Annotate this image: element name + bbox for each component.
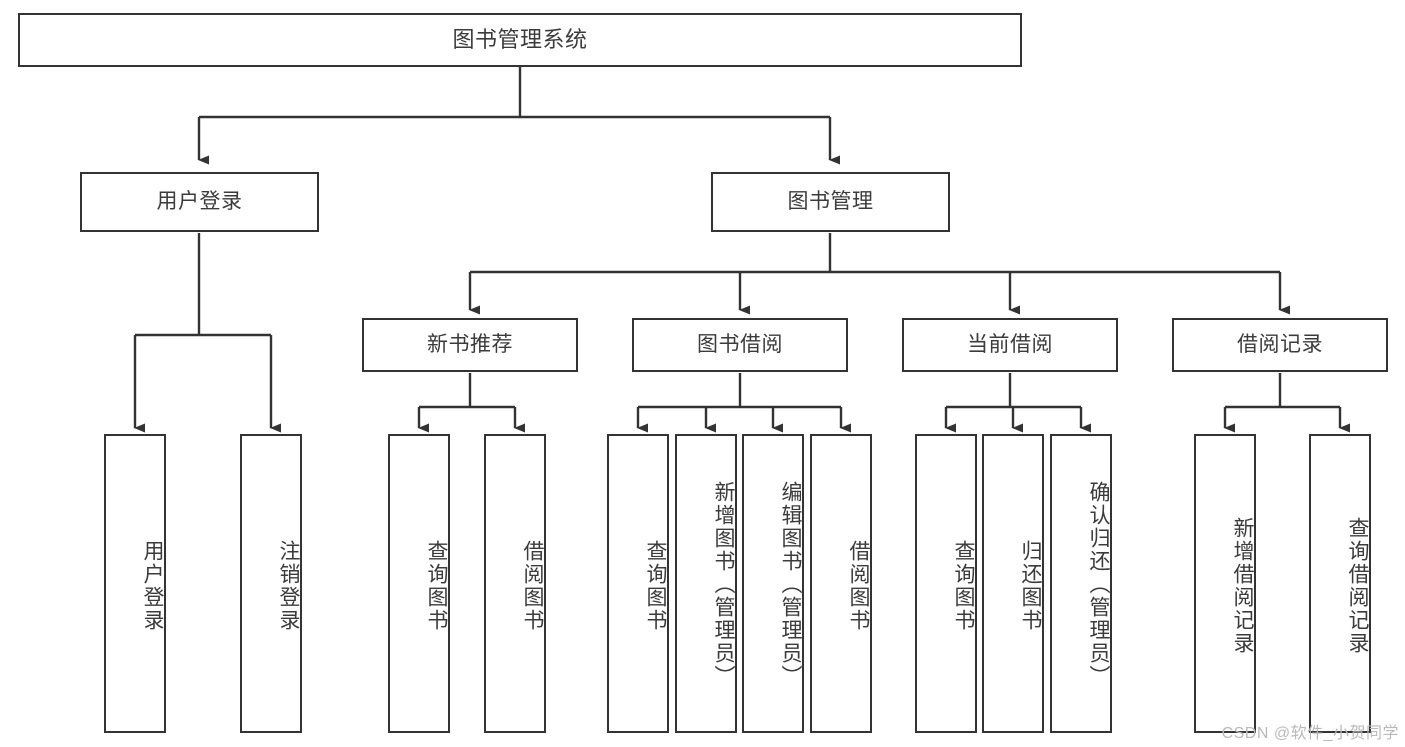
leaf-borrow-add-book-admin[interactable]: 新增图书（管理员） (675, 434, 737, 733)
node-label: 图书管理 (787, 190, 874, 214)
leaf-record-add-borrow-record[interactable]: 新增借阅记录 (1194, 434, 1256, 733)
node-label: 新增借阅记录 (1231, 516, 1254, 655)
leaf-current-query-book[interactable]: 查询图书 (915, 434, 977, 733)
node-label: 查询借阅记录 (1346, 516, 1369, 655)
node-root-system[interactable]: 图书管理系统 (18, 13, 1022, 67)
node-label: 确认归还（管理员） (1087, 481, 1110, 688)
node-label: 借阅图书 (521, 539, 544, 632)
leaf-record-query-borrow-record[interactable]: 查询借阅记录 (1309, 434, 1371, 733)
leaf-recommend-borrow-book[interactable]: 借阅图书 (484, 434, 546, 733)
node-label: 归还图书 (1019, 539, 1042, 632)
node-label: 查询图书 (425, 539, 448, 632)
node-label: 编辑图书（管理员） (779, 481, 802, 688)
node-label: 新书推荐 (427, 333, 513, 357)
leaf-user-login[interactable]: 用户登录 (104, 434, 166, 733)
node-new-book-recommend[interactable]: 新书推荐 (362, 318, 578, 372)
node-borrow-record[interactable]: 借阅记录 (1172, 318, 1388, 372)
node-label: 图书借阅 (697, 333, 783, 357)
node-label: 用户登录 (156, 190, 243, 214)
node-book-borrow[interactable]: 图书借阅 (632, 318, 848, 372)
node-label: 借阅图书 (847, 539, 870, 632)
node-label: 借阅记录 (1237, 333, 1323, 357)
node-label: 注销登录 (277, 539, 300, 632)
node-current-borrow[interactable]: 当前借阅 (902, 318, 1118, 372)
leaf-borrow-borrow-book[interactable]: 借阅图书 (810, 434, 872, 733)
node-label: 查询图书 (952, 539, 975, 632)
leaf-borrow-edit-book-admin[interactable]: 编辑图书（管理员） (742, 434, 804, 733)
leaf-recommend-query-book[interactable]: 查询图书 (388, 434, 450, 733)
node-label: 当前借阅 (967, 333, 1053, 357)
leaf-borrow-query-book[interactable]: 查询图书 (607, 434, 669, 733)
leaf-user-logout[interactable]: 注销登录 (240, 434, 302, 733)
node-label: 新增图书（管理员） (712, 481, 735, 688)
node-book-management[interactable]: 图书管理 (711, 172, 950, 232)
watermark-text: CSDN @软件_小贺同学 (1221, 725, 1399, 742)
leaf-current-return-book[interactable]: 归还图书 (982, 434, 1044, 733)
node-label: 图书管理系统 (452, 26, 588, 52)
node-label: 用户登录 (141, 539, 164, 632)
node-user-login[interactable]: 用户登录 (80, 172, 319, 232)
leaf-current-confirm-return-admin[interactable]: 确认归还（管理员） (1050, 434, 1112, 733)
node-label: 查询图书 (644, 539, 667, 632)
